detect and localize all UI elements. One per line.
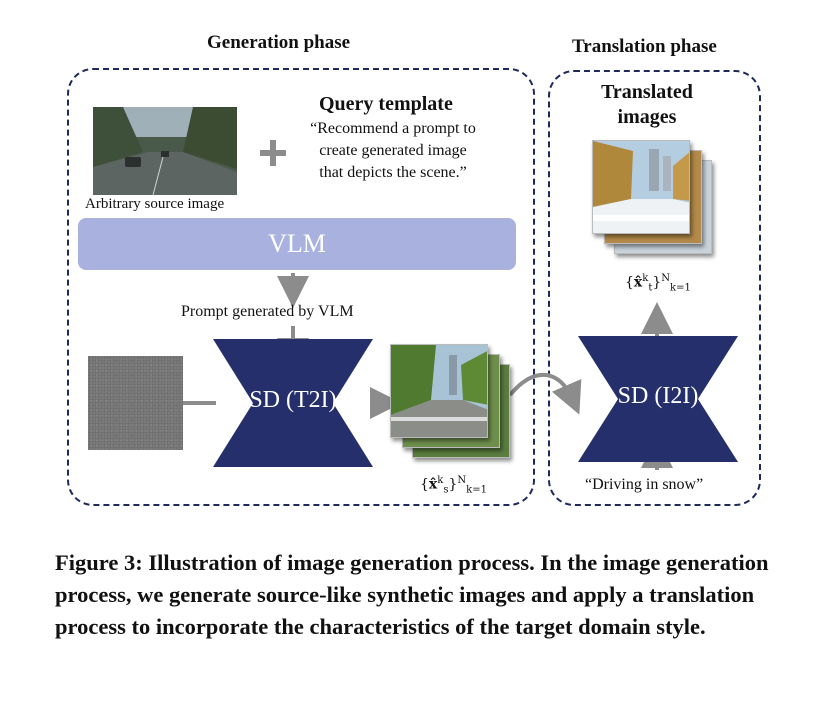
plus-icon [260, 140, 286, 166]
source-image [93, 107, 237, 195]
translated-images-title: Translated images [590, 80, 704, 130]
translated-title-line-2: images [617, 106, 677, 128]
sd-t2i-block: SD (T2I) [213, 339, 373, 467]
arrow-generated-to-i2i [508, 373, 582, 415]
sd-i2i-label: SD (I2I) [617, 383, 699, 409]
query-template-text: “Recommend a prompt to create generated … [278, 118, 508, 184]
figure-caption: Figure 3: Illustration of image generati… [55, 550, 769, 639]
translation-phase-title: Translation phase [572, 36, 717, 57]
condition-text: “Driving in snow” [585, 476, 704, 493]
generation-phase-title: Generation phase [207, 32, 351, 53]
prompt-label: Prompt generated by VLM [181, 303, 354, 320]
generated-set-label: {x̂ks}Nk=1 [420, 475, 487, 496]
query-template-title: Query template [319, 93, 453, 115]
sd-i2i-block: SD (I2I) [578, 336, 738, 462]
query-line-1: “Recommend a prompt to [310, 120, 476, 137]
source-image-label: Arbitrary source image [85, 196, 225, 212]
generated-images-stack [390, 344, 515, 464]
noise-image [88, 356, 183, 450]
query-line-2: create generated image [319, 142, 467, 159]
generated-image-front [390, 344, 488, 438]
translated-image-front [592, 140, 690, 234]
generation-phase-panel [67, 68, 535, 506]
vlm-block: VLM [78, 218, 516, 270]
translated-set-label: {x̂kt}Nk=1 [625, 273, 691, 294]
translated-images-stack [592, 140, 717, 260]
translated-title-line-1: Translated [601, 81, 693, 103]
sd-t2i-label: SD (T2I) [249, 387, 337, 413]
translation-phase-panel [548, 70, 761, 506]
query-line-3: that depicts the scene.” [319, 164, 467, 181]
